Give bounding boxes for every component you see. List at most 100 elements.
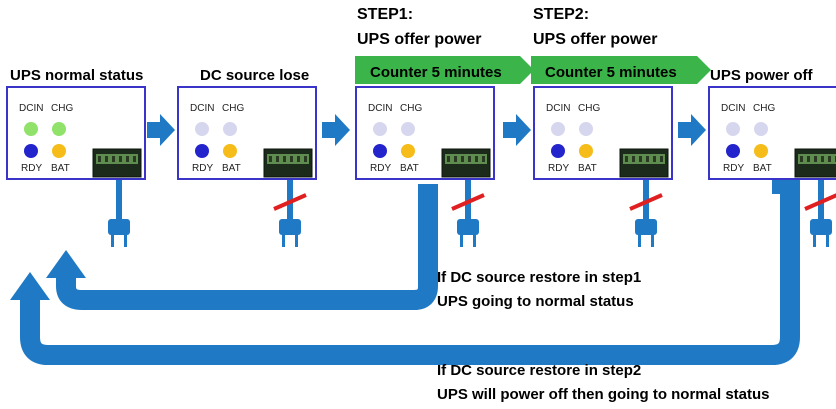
counter-banner-step2 <box>531 56 711 84</box>
plug-icon <box>457 219 479 235</box>
power-cord <box>116 179 122 221</box>
counter-banner-step1 <box>355 56 534 84</box>
led-chg <box>579 122 593 136</box>
plug-prong <box>282 235 285 247</box>
ups-panel-4: DCIN CHG RDY BAT <box>533 86 673 247</box>
led-dcin <box>726 122 740 136</box>
led-label-bat: BAT <box>51 163 70 174</box>
return-arrow-step2 <box>20 174 800 365</box>
terminal-screw <box>646 156 649 162</box>
return-arrow-step2-head <box>10 272 50 300</box>
flow-arrow-1 <box>147 114 175 146</box>
flow-arrow-4 <box>678 114 706 146</box>
plug-prong <box>826 235 829 247</box>
terminal-strip <box>267 154 309 164</box>
counter-label-step2: Counter 5 minutes <box>545 64 677 81</box>
led-label-dcin: DCIN <box>190 103 214 114</box>
led-label-chg: CHG <box>578 103 600 114</box>
terminal-screw <box>304 156 307 162</box>
plug-prong <box>638 235 641 247</box>
terminal-screw <box>468 156 471 162</box>
terminal-screw <box>821 156 824 162</box>
terminal-strip <box>445 154 487 164</box>
stage-title-power-off: UPS power off <box>710 67 814 84</box>
led-label-bat: BAT <box>222 163 241 174</box>
terminal-screw <box>828 156 831 162</box>
led-label-chg: CHG <box>400 103 422 114</box>
terminal-screw <box>126 156 129 162</box>
note-step2-line1: If DC source restore in step2 <box>437 362 641 379</box>
disconnect-slash-icon <box>451 193 485 211</box>
counter-label-step1: Counter 5 minutes <box>370 64 502 81</box>
terminal-screw <box>283 156 286 162</box>
plug-prong <box>473 235 476 247</box>
led-label-rdy: RDY <box>548 163 569 174</box>
led-label-dcin: DCIN <box>19 103 43 114</box>
led-dcin <box>551 122 565 136</box>
step1-subheading: UPS offer power <box>357 31 481 48</box>
led-label-rdy: RDY <box>723 163 744 174</box>
terminal-screw <box>290 156 293 162</box>
terminal-screw <box>632 156 635 162</box>
led-bat <box>52 144 66 158</box>
led-label-chg: CHG <box>753 103 775 114</box>
stage-title-dc-lose: DC source lose <box>200 67 309 84</box>
led-chg <box>754 122 768 136</box>
terminal-screw <box>297 156 300 162</box>
return-arrow-step1 <box>56 184 438 310</box>
led-rdy <box>551 144 565 158</box>
disconnect-slash-icon <box>629 193 663 211</box>
led-bat <box>401 144 415 158</box>
terminal-screw <box>112 156 115 162</box>
led-label-dcin: DCIN <box>546 103 570 114</box>
led-label-rdy: RDY <box>370 163 391 174</box>
plug-prong <box>813 235 816 247</box>
stage-title-normal: UPS normal status <box>10 67 143 84</box>
led-bat <box>754 144 768 158</box>
step2-heading: STEP2: <box>533 6 589 23</box>
flow-arrow-2 <box>322 114 350 146</box>
disconnect-slash-icon <box>804 193 836 211</box>
led-label-rdy: RDY <box>192 163 213 174</box>
plug-icon <box>279 219 301 235</box>
return-arrow-step1-head <box>46 250 86 278</box>
disconnect-slash-icon <box>273 193 307 211</box>
plug-prong <box>651 235 654 247</box>
led-label-rdy: RDY <box>21 163 42 174</box>
plug-icon <box>108 219 130 235</box>
led-label-chg: CHG <box>51 103 73 114</box>
terminal-screw <box>461 156 464 162</box>
terminal-screw <box>660 156 663 162</box>
step2-subheading: UPS offer power <box>533 31 657 48</box>
note-step1-line2: UPS going to normal status <box>437 293 634 310</box>
plug-prong <box>460 235 463 247</box>
led-rdy <box>195 144 209 158</box>
terminal-screw <box>133 156 136 162</box>
led-rdy <box>24 144 38 158</box>
terminal-screw <box>98 156 101 162</box>
ups-panel-1: DCIN CHG RDY BAT <box>6 86 146 247</box>
terminal-screw <box>653 156 656 162</box>
led-label-bat: BAT <box>578 163 597 174</box>
led-dcin <box>373 122 387 136</box>
terminal-strip <box>623 154 665 164</box>
led-dcin <box>24 122 38 136</box>
note-step1-line1: If DC source restore in step1 <box>437 269 641 286</box>
led-chg <box>223 122 237 136</box>
plug-prong <box>295 235 298 247</box>
terminal-screw <box>639 156 642 162</box>
terminal-screw <box>447 156 450 162</box>
terminal-screw <box>454 156 457 162</box>
led-label-dcin: DCIN <box>368 103 392 114</box>
led-label-dcin: DCIN <box>721 103 745 114</box>
plug-prong <box>111 235 114 247</box>
led-label-chg: CHG <box>222 103 244 114</box>
plug-icon <box>635 219 657 235</box>
terminal-screw <box>119 156 122 162</box>
terminal-screw <box>269 156 272 162</box>
terminal-screw <box>807 156 810 162</box>
